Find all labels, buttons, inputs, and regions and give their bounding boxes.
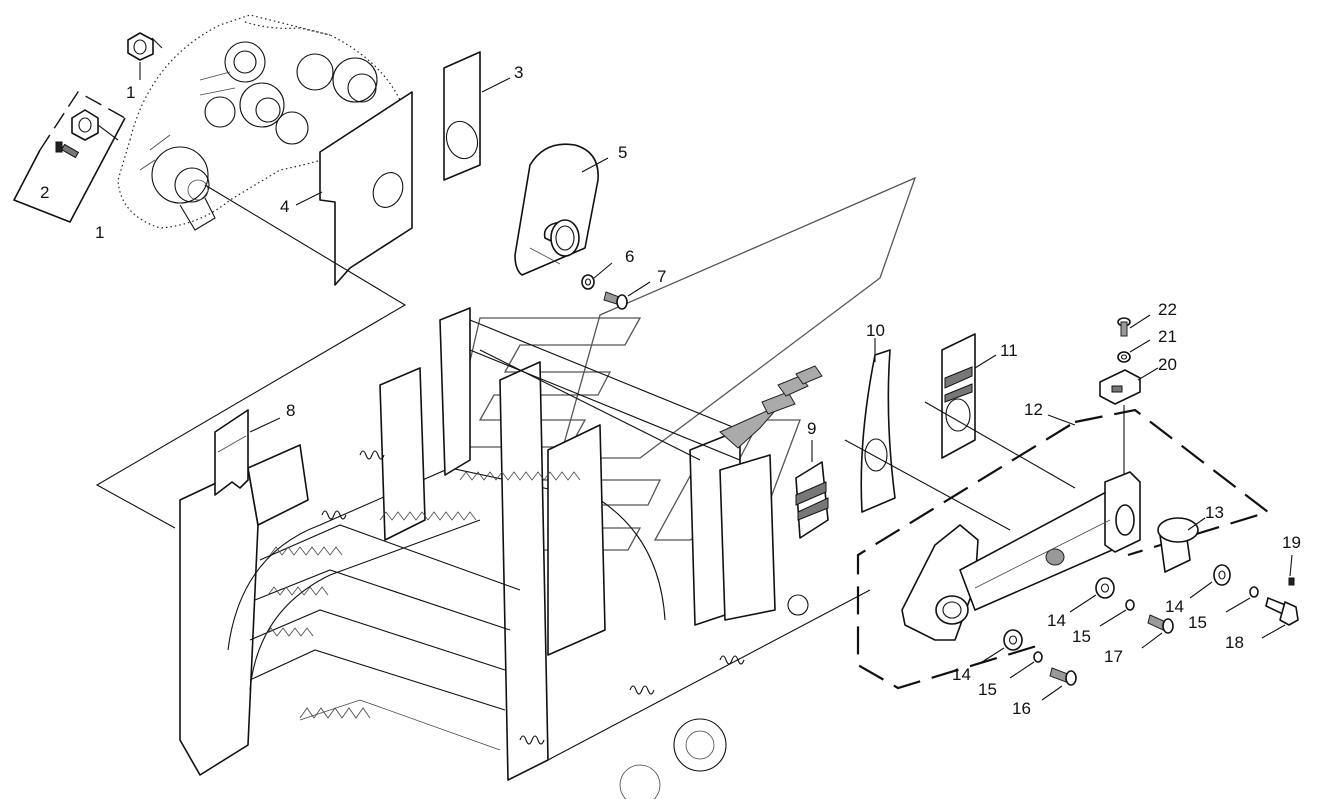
bolt-part-22 [1117, 317, 1131, 337]
plate-part-4 [95, 91, 413, 529]
bush-part-13 [1157, 517, 1199, 573]
callout-9: 9 [807, 419, 816, 438]
rotor-tines [249, 471, 581, 751]
callout-16: 16 [1012, 699, 1031, 718]
washer-part-15-b [1249, 586, 1259, 598]
plate-part-10 [844, 338, 1011, 531]
callout-1-top: 1 [126, 83, 135, 102]
bracket-part-8 [214, 409, 249, 496]
bolt-part-17 [1147, 614, 1174, 634]
callout-12: 12 [1024, 400, 1043, 419]
clip-part-9 [795, 461, 829, 539]
callout-14-a: 14 [1047, 611, 1066, 630]
callout-1-bottom: 1 [95, 223, 104, 242]
pin-part-19 [1288, 577, 1295, 586]
guard-part-5 [514, 143, 599, 276]
callout-22: 22 [1158, 300, 1177, 319]
callout-21: 21 [1158, 327, 1177, 346]
arm-part-12 [901, 471, 1141, 641]
main-frame-assembly [179, 307, 871, 799]
washer-part-14-a [1095, 577, 1115, 599]
cover-plate-part-3 [443, 51, 481, 181]
callout-14-c: 14 [952, 665, 971, 684]
washer-part-14-c [1003, 629, 1023, 651]
callout-7: 7 [657, 267, 666, 286]
callout-19: 19 [1282, 533, 1301, 552]
callout-20: 20 [1158, 355, 1177, 374]
callout-8: 8 [286, 401, 295, 420]
washer-part-15-a [1125, 599, 1135, 611]
bolt-part-16 [1049, 667, 1077, 686]
callout-2: 2 [40, 183, 49, 202]
callout-3: 3 [514, 63, 523, 82]
gearbox-housing [117, 14, 401, 231]
plate-part-11 [924, 333, 1076, 489]
callout-6: 6 [625, 247, 634, 266]
callout-14-b: 14 [1165, 597, 1184, 616]
washer-part-15-c [1033, 651, 1043, 663]
callout-18: 18 [1225, 633, 1244, 652]
callout-17: 17 [1104, 647, 1123, 666]
callout-11: 11 [1000, 341, 1018, 360]
bolt-part-18 [1265, 597, 1299, 626]
washer-part-6 [581, 274, 595, 290]
callout-4: 4 [280, 197, 289, 216]
block-part-20 [1099, 369, 1141, 405]
callout-15-b: 15 [1188, 613, 1207, 632]
sub-assembly-frame-part-1 [13, 91, 126, 223]
callout-10: 10 [866, 321, 885, 340]
washer-part-21 [1117, 351, 1131, 363]
nut-part-1-top [127, 32, 154, 61]
callout-15-a: 15 [1072, 627, 1091, 646]
callout-15-c: 15 [978, 680, 997, 699]
callout-5: 5 [618, 143, 627, 162]
callout-13: 13 [1205, 503, 1224, 522]
callout-labels: 1 1 2 3 4 5 6 7 8 9 10 11 12 13 14 14 14… [40, 63, 1301, 718]
shaded-plates [719, 365, 823, 449]
bolt-part-7 [603, 291, 628, 310]
washer-part-14-b [1213, 564, 1231, 586]
springs [321, 450, 745, 745]
